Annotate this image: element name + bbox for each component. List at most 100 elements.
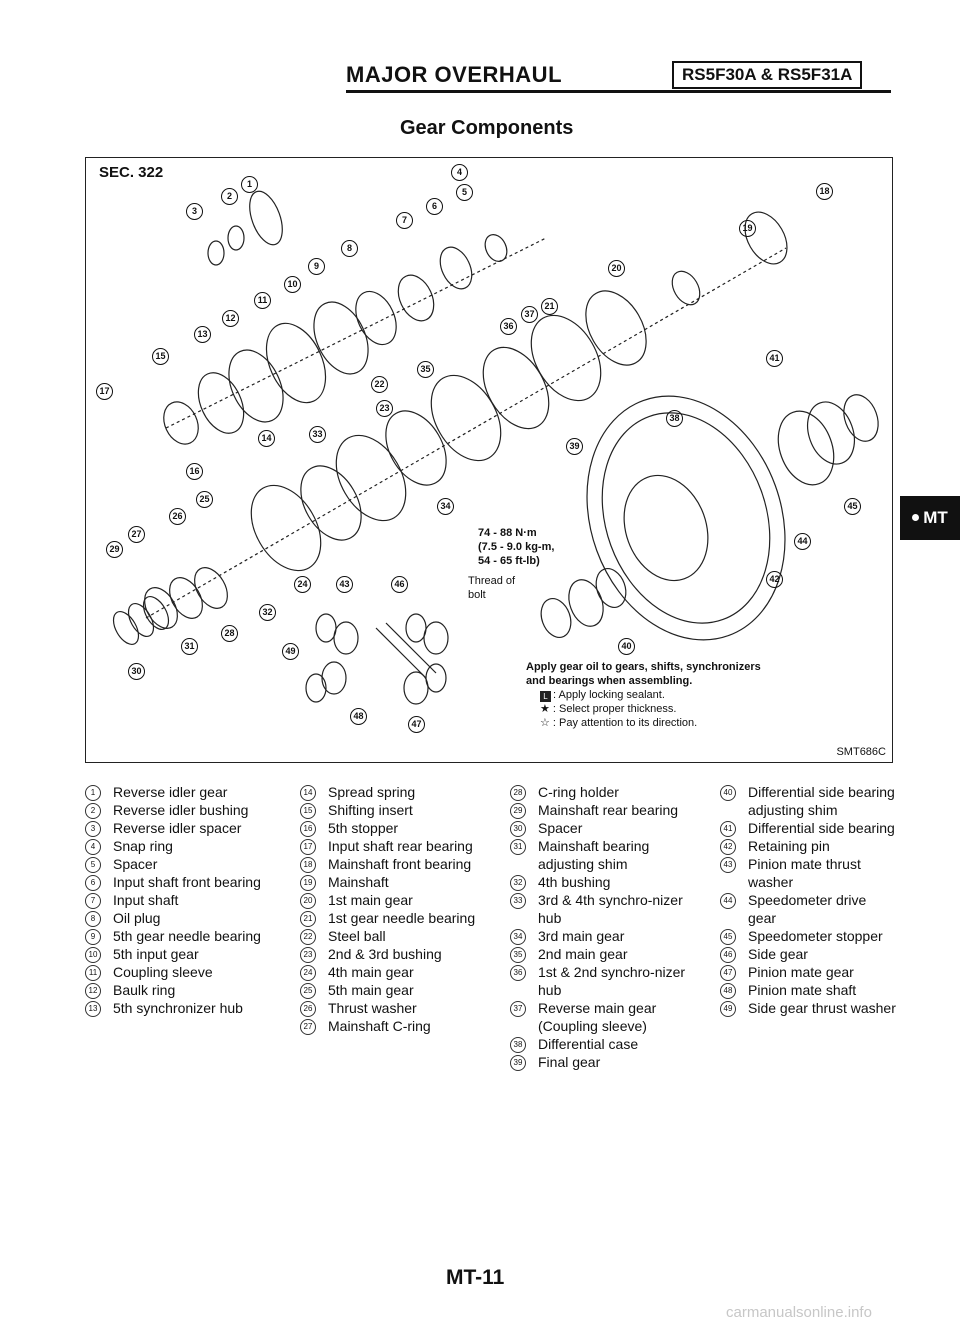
legend-label: Mainshaft bearing adjusting shim: [538, 838, 650, 872]
legend-label: Pinion mate gear: [748, 964, 854, 980]
callout-number: 34: [437, 498, 454, 515]
callout-7: 7: [396, 212, 413, 229]
callout-21: 21: [541, 298, 558, 315]
legend-item: 49 Side gear thrust washer: [720, 999, 898, 1017]
callout-number: 26: [169, 508, 186, 525]
section-tab: MT: [900, 496, 960, 540]
legend-label: 3rd main gear: [538, 928, 625, 944]
callout-number: 40: [618, 638, 635, 655]
callout-number: 15: [152, 348, 169, 365]
legend-label: Input shaft front bearing: [113, 874, 261, 890]
callout-number: 16: [186, 463, 203, 480]
callout-number: 1: [241, 176, 258, 193]
callout-number: 11: [254, 292, 271, 309]
legend-item: 15 Shifting insert: [300, 801, 478, 819]
section-number: SEC. 322: [99, 164, 164, 181]
legend-number: 31: [510, 839, 526, 855]
callout-17: 17: [96, 383, 113, 400]
callout-number: 7: [396, 212, 413, 229]
legend-label: Differential side bearing: [748, 820, 895, 836]
legend-label: Pinion mate shaft: [748, 982, 857, 998]
callout-11: 11: [254, 292, 271, 309]
watermark: carmanualsonline.info: [726, 1304, 872, 1321]
legend-number: 8: [85, 911, 101, 927]
hollow-star-icon: ☆: [540, 717, 553, 729]
filled-star-icon: ★: [540, 703, 553, 715]
legend-label: Spacer: [113, 856, 158, 872]
callout-48: 48: [350, 708, 367, 725]
legend-number: 15: [300, 803, 316, 819]
callout-number: 48: [350, 708, 367, 725]
callout-28: 28: [221, 625, 238, 642]
legend-number: 21: [300, 911, 316, 927]
callout-40: 40: [618, 638, 635, 655]
legend-number: 26: [300, 1001, 316, 1017]
torque-line-2: (7.5 - 9.0 kg-m,: [478, 541, 555, 553]
callout-4: 4: [451, 164, 468, 181]
callout-23: 23: [376, 400, 393, 417]
callout-number: 28: [221, 625, 238, 642]
legend-number: 10: [85, 947, 101, 963]
callout-number: 12: [222, 310, 239, 327]
legend-number: 2: [85, 803, 101, 819]
callout-number: 36: [500, 318, 517, 335]
thread-note: Thread of bolt: [468, 574, 515, 602]
callout-3: 3: [186, 203, 203, 220]
callout-32: 32: [259, 604, 276, 621]
callout-30: 30: [128, 663, 145, 680]
legend-label: 3rd & 4th synchro-nizer hub: [538, 892, 683, 926]
legend-label: 1st main gear: [328, 892, 413, 908]
callout-number: 29: [106, 541, 123, 558]
legend-number: 46: [720, 947, 736, 963]
legend-label: Differential case: [538, 1036, 639, 1052]
callout-49: 49: [282, 643, 299, 660]
legend-number: 30: [510, 821, 526, 837]
legend-label: Shifting insert: [328, 802, 413, 818]
legend-number: 41: [720, 821, 736, 837]
callout-number: 41: [766, 350, 783, 367]
callout-9: 9: [308, 258, 325, 275]
gear-drawing: [112, 190, 879, 705]
legend-number: 16: [300, 821, 316, 837]
callout-10: 10: [284, 276, 301, 293]
legend-label: 5th synchronizer hub: [113, 1000, 243, 1016]
model-badge: RS5F30A & RS5F31A: [672, 61, 863, 89]
legend-label: Side gear thrust washer: [748, 1000, 896, 1016]
callout-43: 43: [336, 576, 353, 593]
callout-number: 20: [608, 260, 625, 277]
callout-number: 46: [391, 576, 408, 593]
legend-number: 34: [510, 929, 526, 945]
legend-label: Baulk ring: [113, 982, 176, 998]
assembly-notes: Apply gear oil to gears, shifts, synchro…: [526, 660, 761, 730]
callout-number: 5: [456, 184, 473, 201]
callout-number: 42: [766, 571, 783, 588]
legend-number: 3: [85, 821, 101, 837]
callout-number: 30: [128, 663, 145, 680]
legend-label: Mainshaft: [328, 874, 389, 890]
legend-label: Side gear: [748, 946, 808, 962]
figure-id: SMT686C: [836, 746, 886, 758]
legend-number: 7: [85, 893, 101, 909]
legend-label: Mainshaft rear bearing: [538, 802, 679, 818]
legend-number: 44: [720, 893, 736, 909]
callout-number: 32: [259, 604, 276, 621]
torque-line-1: 74 - 88 N·m: [478, 527, 537, 539]
callout-number: 10: [284, 276, 301, 293]
legend-label: 1st & 2nd synchro-nizer hub: [538, 964, 686, 998]
legend-number: 49: [720, 1001, 736, 1017]
callout-14: 14: [258, 430, 275, 447]
